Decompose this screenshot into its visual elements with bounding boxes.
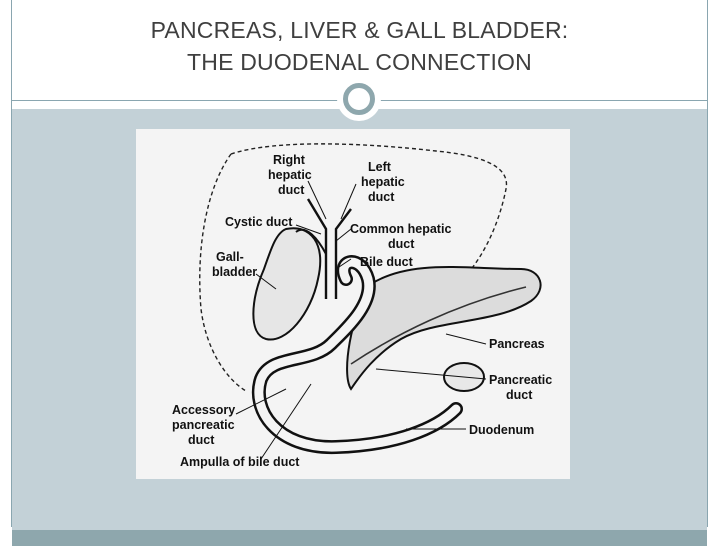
- pancreas-shape: [346, 266, 542, 391]
- label-gallbladder-2: bladder: [212, 265, 257, 279]
- left-hepatic-duct: [334, 208, 352, 299]
- circle-ornament-icon: [337, 77, 381, 121]
- label-left-hepatic-1: Left: [368, 160, 392, 174]
- title-line-1: PANCREAS, LIVER & GALL BLADDER:: [150, 17, 569, 43]
- pancreatic-duct: [350, 286, 527, 365]
- label-right-hepatic-2: hepatic: [268, 168, 312, 182]
- label-pancreas: Pancreas: [489, 337, 545, 351]
- label-accessory-2: pancreatic: [172, 418, 235, 432]
- label-left-hepatic-3: duct: [368, 190, 395, 204]
- label-gallbladder-1: Gall-: [216, 250, 244, 264]
- label-bile-duct: Bile duct: [360, 255, 414, 269]
- label-duodenum: Duodenum: [469, 423, 534, 437]
- label-accessory-3: duct: [188, 433, 215, 447]
- anatomy-drawing: Right hepatic duct Left hepatic duct Cys…: [172, 143, 552, 469]
- cystic-duct: [295, 228, 327, 255]
- right-hepatic-duct: [306, 198, 328, 299]
- label-pancreatic-duct-1: Pancreatic: [489, 373, 552, 387]
- label-pancreatic-duct-2: duct: [506, 388, 533, 402]
- label-left-hepatic-2: hepatic: [361, 175, 405, 189]
- label-right-hepatic-1: Right: [273, 153, 306, 167]
- circle-ornament-ring: [343, 83, 375, 115]
- gallbladder-shape: [252, 227, 322, 341]
- label-common-hepatic-1: Common hepatic: [350, 222, 451, 236]
- title-line-2: THE DUODENAL CONNECTION: [187, 49, 532, 75]
- footer-bar: [12, 530, 707, 546]
- label-accessory-1: Accessory: [172, 403, 235, 417]
- duodenum-inner: [254, 257, 461, 452]
- liver-outline: [199, 143, 508, 392]
- slide-frame: [11, 0, 708, 527]
- slide-title: PANCREAS, LIVER & GALL BLADDER: THE DUOD…: [11, 14, 708, 78]
- label-right-hepatic-3: duct: [278, 183, 305, 197]
- label-cystic-duct: Cystic duct: [225, 215, 293, 229]
- label-common-hepatic-2: duct: [388, 237, 415, 251]
- label-ampulla: Ampulla of bile duct: [180, 455, 300, 469]
- leader-lines: [235, 180, 487, 460]
- anatomy-diagram: Right hepatic duct Left hepatic duct Cys…: [136, 129, 570, 479]
